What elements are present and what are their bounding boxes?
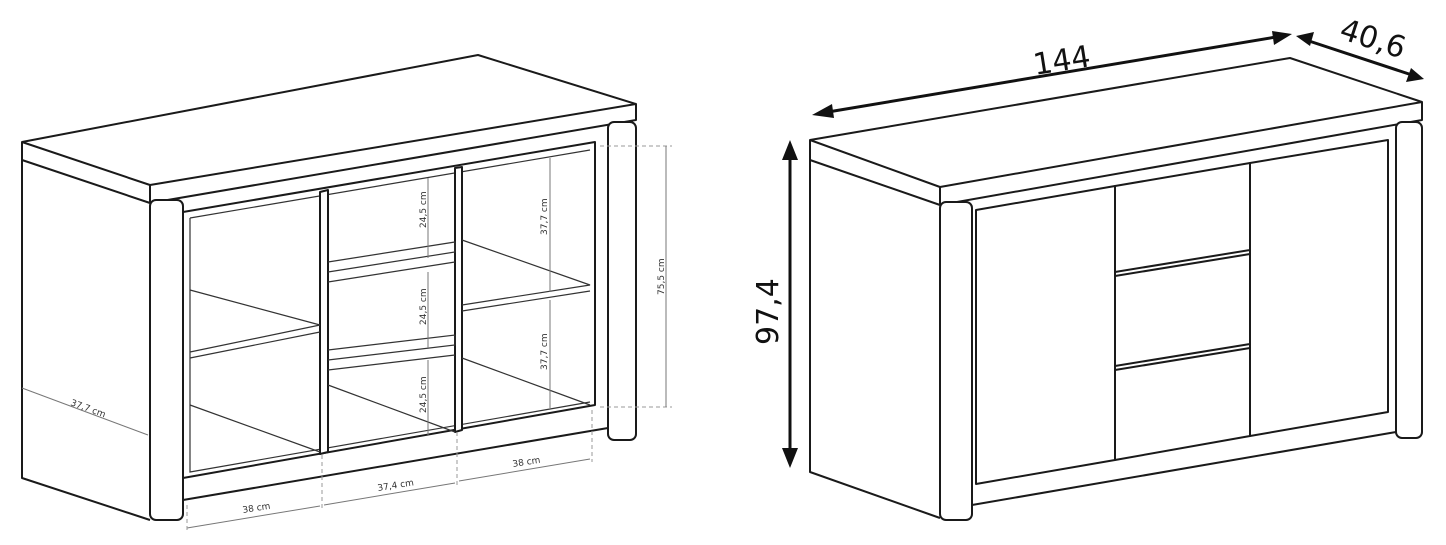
side-panel [809, 160, 941, 519]
plinth-line [971, 431, 1397, 506]
inner-height-label: 75,5 cm [657, 258, 667, 295]
arrowhead [782, 448, 798, 468]
arrowhead [782, 140, 798, 160]
shelf-edge [327, 354, 456, 371]
width-label: 144 [1031, 39, 1093, 83]
width-label: 38 cm [242, 502, 271, 516]
shelf [327, 241, 456, 273]
drawer-middle [1114, 253, 1251, 367]
shelf-edge [189, 331, 321, 359]
dimension-line [323, 482, 456, 506]
compartment-height-label: 24,5 cm [419, 191, 429, 228]
drawer-bottom [1114, 347, 1251, 461]
left-leg [939, 201, 973, 521]
compartment-floor-edge [461, 357, 591, 406]
shelf-height-label: 37,7 cm [540, 333, 550, 370]
arrowhead [1406, 68, 1424, 82]
right-leg [607, 121, 637, 441]
arrowhead [1272, 31, 1292, 45]
plinth-line [182, 427, 609, 501]
shelf-edge [327, 261, 456, 283]
left-door [975, 185, 1116, 485]
shelf-edge [461, 290, 591, 312]
drawer-top [1114, 162, 1251, 273]
height-label: 97,4 [751, 278, 786, 345]
closed-cabinet-drawing: 144 40,6 97,4 [751, 12, 1424, 521]
compartment-height-label: 24,5 cm [419, 376, 429, 413]
open-cabinet-drawing: 24,5 cm 24,5 cm 24,5 cm 37,7 cm 37,7 cm … [21, 54, 672, 530]
shelf [189, 289, 321, 353]
width-label: 38 cm [512, 456, 541, 470]
shelf [461, 239, 591, 306]
arrowhead [1296, 32, 1314, 46]
compartment-floor-edge [189, 404, 321, 453]
left-leg [149, 199, 184, 521]
shelf [327, 334, 456, 361]
width-arrow [821, 34, 1283, 115]
width-label: 37,4 cm [377, 478, 415, 494]
compartment-floor-edge [327, 384, 456, 433]
inner-top-edge [189, 149, 591, 219]
depth-label: 37,7 cm [69, 398, 107, 420]
depth-arrow [1305, 38, 1413, 77]
side-panel [21, 160, 151, 521]
dimension-line [186, 505, 321, 529]
top-slab [21, 54, 637, 204]
depth-label: 40,6 [1336, 12, 1410, 66]
dimension-line [21, 387, 149, 436]
divider [319, 189, 329, 455]
compartment-height-label: 24,5 cm [419, 288, 429, 325]
right-door [1249, 139, 1389, 437]
inner-back-edge [189, 218, 591, 473]
dimension-line [458, 458, 591, 482]
arrowhead [812, 104, 834, 118]
cabinet-opening [182, 141, 596, 479]
shelf-height-label: 37,7 cm [540, 198, 550, 235]
right-leg [1395, 121, 1423, 439]
divider [454, 166, 463, 433]
